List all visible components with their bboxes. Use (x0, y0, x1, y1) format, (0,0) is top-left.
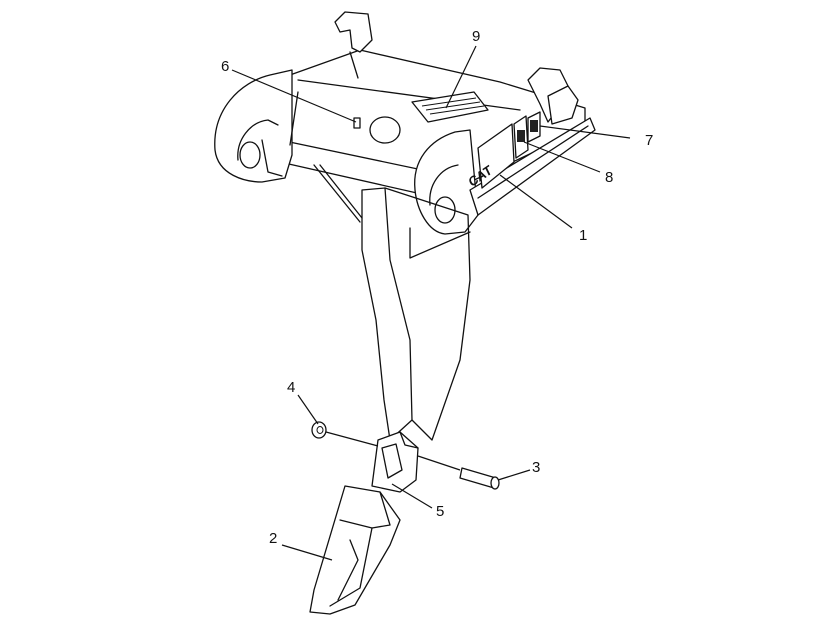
decal-9 (411, 91, 489, 123)
retainer-washer (311, 421, 327, 439)
callout-2: 2 (269, 530, 277, 547)
callout-5: 5 (436, 503, 444, 520)
shank (313, 164, 471, 441)
pin (459, 467, 500, 490)
callout-labels: 1 2 3 4 5 6 7 8 9 (221, 28, 653, 547)
tip (309, 485, 401, 615)
leader-6 (231, 69, 357, 123)
decal-7 (527, 111, 541, 143)
leader-5 (391, 483, 433, 509)
callout-7: 7 (645, 132, 653, 149)
callout-8: 8 (605, 169, 613, 186)
leader-3b (417, 455, 461, 471)
leader-9 (445, 45, 477, 109)
callout-1: 1 (579, 227, 587, 244)
leader-7 (539, 125, 631, 139)
leader-1 (499, 174, 573, 229)
decal-8 (513, 115, 529, 159)
callout-4: 4 (287, 379, 295, 396)
adapter (371, 431, 419, 493)
leader-4b (325, 431, 379, 447)
decal-6 (353, 117, 361, 129)
leader-2 (281, 544, 333, 561)
leader-4 (297, 394, 319, 425)
callout-3: 3 (532, 459, 540, 476)
leader-3 (497, 469, 531, 481)
callout-6: 6 (221, 58, 229, 75)
leader-8 (523, 141, 601, 173)
leader-lines (231, 45, 631, 561)
callout-9: 9 (472, 28, 480, 45)
